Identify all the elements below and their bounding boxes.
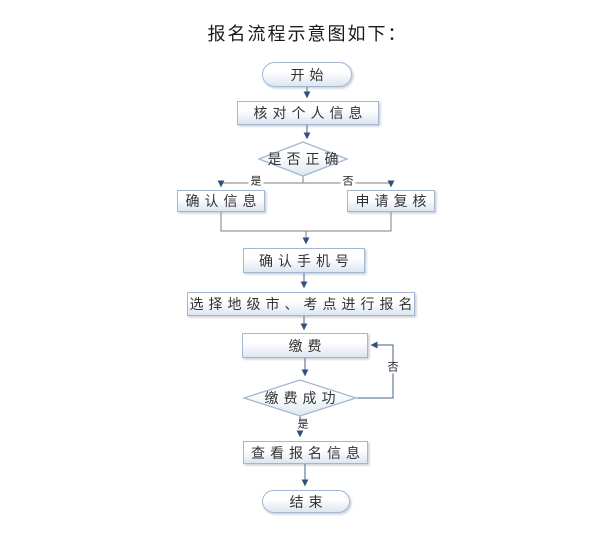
node-confirm-phone-label: 确认手机号 [259,254,354,270]
diagram-title: 报名流程示意图如下： [207,24,408,44]
node-view-info: 查看报名信息 [243,441,368,464]
node-pay-label: 缴费 [288,339,327,355]
edge-label-yes: 是 [248,175,264,188]
node-end: 结束 [262,490,350,513]
node-confirm-phone: 确认手机号 [243,248,365,273]
node-end-label: 结束 [289,495,328,511]
node-is-correct: 是否正确 [259,148,347,170]
node-select-city-label: 选择地级市、考点进行报名 [189,298,418,313]
node-pay-success: 缴费成功 [244,387,356,409]
node-verify-info: 核对个人信息 [237,101,379,125]
decision-pay-success-shape [241,379,359,417]
node-pay: 缴费 [242,333,368,358]
node-start-label: 开始 [290,68,329,84]
node-verify-info-label: 核对个人信息 [253,107,368,122]
decision-is-correct-shape [257,141,349,177]
node-select-city: 选择地级市、考点进行报名 [187,292,415,316]
edge-label-pay-fail: 否 [385,361,401,374]
node-is-correct-label: 是否正确 [267,153,344,168]
node-confirm-info-label: 确认信息 [185,195,262,210]
node-view-info-label: 查看报名信息 [251,446,365,462]
connector-decision-branches [221,176,391,184]
edge-label-no: 否 [340,175,356,188]
node-apply-review-label: 申请复核 [355,195,432,210]
edge-label-pay-ok: 是 [295,418,311,431]
node-confirm-info: 确认信息 [177,190,265,212]
node-apply-review: 申请复核 [347,190,435,212]
connector-merge [220,212,392,232]
node-start: 开始 [262,62,352,87]
node-pay-success-label: 缴费成功 [264,392,341,407]
